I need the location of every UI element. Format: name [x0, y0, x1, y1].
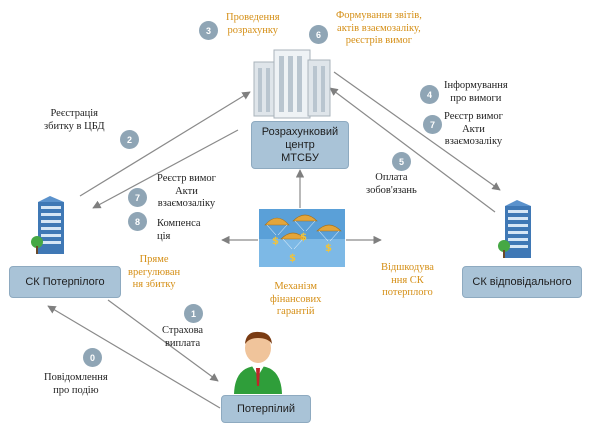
insurer-victim-box[interactable]: СК Потерпілого [9, 266, 121, 298]
building-icon [498, 200, 531, 258]
step-badge-0: 0 [83, 348, 102, 367]
arrow-victim-insurer-to-center [79, 91, 251, 197]
step-6-label: Формування звітів, актів взаємозаліку, р… [336, 10, 422, 46]
svg-text:$: $ [272, 236, 279, 247]
step-7-left-label: Реєстр вимог Акти взаємозаліку [157, 173, 216, 209]
reimbursement-label: Відшкодува ння СК потерплого [381, 262, 434, 298]
direct-settlement-label: Пряме врегулюван ня збитку [128, 254, 181, 290]
step-badge-5: 5 [392, 152, 411, 171]
step-badge-7-left: 7 [128, 188, 147, 207]
step-8-label: Компенса ція [157, 218, 201, 242]
step-badge-4: 4 [420, 85, 439, 104]
office-buildings-icon [253, 49, 331, 119]
step-3-label: Проведення розрахунку [226, 12, 280, 36]
step-badge-3: 3 [199, 21, 218, 40]
svg-text:$: $ [289, 253, 296, 264]
step-badge-1: 1 [184, 304, 203, 323]
arrow-insurer-to-victim [107, 299, 219, 382]
step-2-label: Реєстрація збитку в ЦБД [44, 108, 105, 132]
building-icon [31, 196, 64, 254]
step-badge-7-right: 7 [423, 115, 442, 134]
parachute-money-icon: $ $ $ $ [259, 209, 345, 267]
victim-box[interactable]: Потерпілий [221, 395, 311, 423]
svg-text:$: $ [300, 232, 307, 243]
arrow-center-to-victim-insurer [92, 129, 239, 209]
step-badge-2: 2 [120, 130, 139, 149]
arrow-center-to-liable-insurer [333, 71, 501, 191]
step-4-label: Інформування про вимоги [444, 80, 508, 104]
step-7-right-label: Реєстр вимог Акти взаємозаліку [444, 111, 503, 147]
arrow-liable-insurer-to-center [329, 87, 496, 213]
arrow-victim-to-insurer [47, 305, 221, 409]
center-box[interactable]: Розрахунковий центр МТСБУ [251, 121, 349, 169]
guarantee-mechanism-label: Механізм фінансових гарантій [270, 281, 322, 317]
svg-text:$: $ [325, 243, 332, 254]
step-0-label: Повідомлення про подію [44, 372, 108, 396]
person-icon [234, 331, 282, 394]
step-badge-6: 6 [309, 25, 328, 44]
insurer-liable-box[interactable]: СК відповідального [462, 266, 582, 298]
step-5-label: Оплата зобов'язань [366, 172, 417, 196]
step-badge-8: 8 [128, 212, 147, 231]
step-1-label: Страхова виплата [162, 325, 204, 349]
